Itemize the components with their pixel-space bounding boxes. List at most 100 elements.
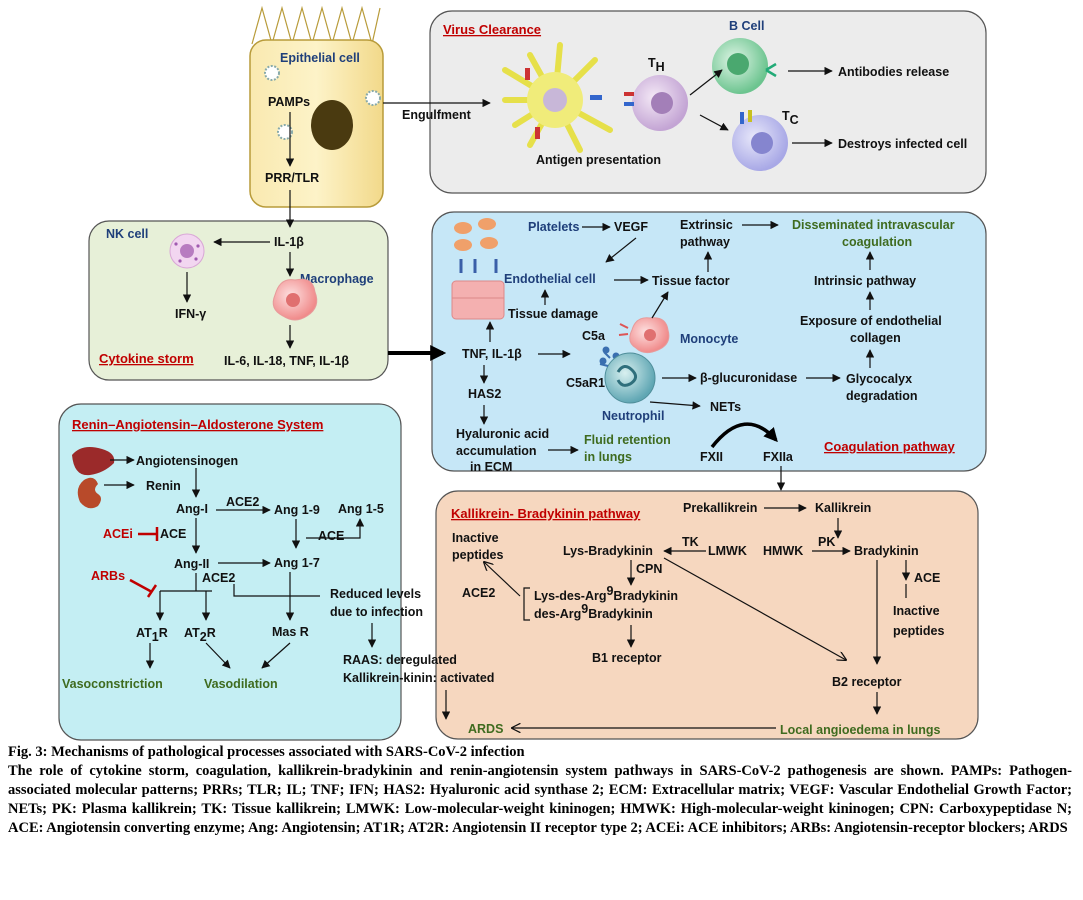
prekallikrein-label: Prekallikrein: [683, 501, 757, 515]
arrow: [605, 237, 637, 263]
lmwk-label: LMWK: [708, 544, 747, 558]
nets-label: NETs: [710, 400, 741, 414]
b-cell-label: B Cell: [729, 19, 764, 33]
tissue-damage-label: Tissue damage: [508, 307, 598, 321]
inactive-peptides-label-3: Inactive: [893, 604, 940, 618]
raas-deregulated-label: RAAS: deregulated: [343, 653, 457, 667]
tissue-factor-label: Tissue factor: [652, 274, 730, 288]
c5ar1-label: C5aR1: [566, 376, 605, 390]
endothelial-cell-label: Endothelial cell: [504, 272, 596, 286]
platelets-icon: [454, 218, 498, 251]
hmwk-label: HMWK: [763, 544, 803, 558]
destroys-infected-cell-label: Destroys infected cell: [838, 137, 967, 151]
lys-des-arg-label: Lys-des-Arg9Bradykinin: [534, 584, 678, 603]
ards-label: ARDS: [468, 722, 503, 736]
mas-r-label: Mas R: [272, 625, 309, 639]
antibodies-release-label: Antibodies release: [838, 65, 949, 79]
inactive-peptides-label-4: peptides: [893, 624, 944, 638]
nk-cell-label: NK cell: [106, 227, 148, 241]
fxiia-label: FXIIa: [763, 450, 794, 464]
inhibit-bar: [146, 584, 158, 598]
kidney-icon: [77, 477, 101, 509]
ace-kk-label: ACE: [914, 571, 940, 585]
inactive-peptides-label-1: Inactive: [452, 531, 499, 545]
arrow: [261, 642, 291, 669]
local-angioedema-label: Local angioedema in lungs: [780, 723, 940, 737]
cytokine-storm-title: Cytokine storm: [99, 351, 194, 366]
il1b-label: IL-1β: [274, 235, 304, 249]
connector: [233, 584, 320, 597]
angiotensinogen-label: Angiotensinogen: [136, 454, 238, 468]
ace2-top-label: ACE2: [226, 495, 259, 509]
dendritic-cell-icon: [502, 42, 613, 153]
antigen-presentation-label: Antigen presentation: [536, 153, 661, 167]
acei-label: ACEi: [103, 527, 133, 541]
inactive-peptides-label-2: peptides: [452, 548, 503, 562]
platelets-label: Platelets: [528, 220, 579, 234]
renin-label: Renin: [146, 479, 181, 493]
beta-glucuronidase-label: β-glucuronidase: [700, 371, 797, 385]
fluid-retention-label-1: Fluid retention: [584, 433, 671, 447]
exposure-label-1: Exposure of endothelial: [800, 314, 942, 328]
intrinsic-pathway-label: Intrinsic pathway: [814, 274, 916, 288]
kallikrein-pathway-title: Kallikrein- Bradykinin pathway: [451, 506, 641, 521]
extrinsic-pathway-label-2: pathway: [680, 235, 730, 249]
vasodilation-label: Vasodilation: [204, 677, 278, 691]
ifn-gamma-label: IFN-γ: [175, 307, 206, 321]
arrow: [699, 114, 729, 131]
epithelial-cell-label: Epithelial cell: [280, 51, 360, 65]
cytokine-storm-box: [88, 220, 389, 381]
tc-label: TC: [782, 109, 799, 127]
pk-label: PK: [818, 535, 835, 549]
macrophage-label: Macrophage: [300, 272, 374, 286]
coagulation-pathway-title: Coagulation pathway: [824, 439, 956, 454]
bracket: [523, 587, 530, 621]
monocyte-icon: [618, 317, 670, 354]
arbs-label: ARBs: [91, 569, 125, 583]
prr-tlr-label: PRR/TLR: [265, 171, 319, 185]
des-arg-label: des-Arg9Bradykinin: [534, 602, 653, 621]
hyaluronic-label-2: accumulation: [456, 444, 537, 458]
virus-particle-icon: [365, 90, 381, 106]
arrow: [205, 642, 231, 669]
t-cytotoxic-cell-icon: [732, 110, 788, 171]
figure-caption-body: The role of cytokine storm, coagulation,…: [8, 763, 1072, 836]
b2-receptor-label: B2 receptor: [832, 675, 902, 689]
th-label: TH: [648, 56, 665, 74]
t-helper-cell-icon: [624, 75, 688, 131]
ang1-label: Ang-I: [176, 502, 208, 516]
fxii-label: FXII: [700, 450, 723, 464]
bradykinin-label: Bradykinin: [854, 544, 919, 558]
reduced-levels-label-1: Reduced levels: [330, 587, 421, 601]
ace-left-label: ACE: [160, 527, 186, 541]
virus-clearance-title: Virus Clearance: [443, 22, 541, 37]
epithelial-cell: [249, 5, 384, 208]
dic-label-2: coagulation: [842, 235, 912, 249]
endothelial-cell-icon: [451, 259, 505, 320]
virus-particle-icon: [277, 124, 293, 140]
at2r-label: AT2R: [184, 626, 216, 644]
cytokine-outputs-label: IL-6, IL-18, TNF, IL-1β: [224, 354, 349, 368]
exposure-label-2: collagen: [850, 331, 901, 345]
arrow: [649, 401, 701, 410]
extrinsic-pathway-label-1: Extrinsic: [680, 218, 733, 232]
at1r-label: AT1R: [136, 626, 168, 644]
ang19-label: Ang 1-9: [274, 503, 320, 517]
figure-caption-title: Fig. 3: Mechanisms of pathological proce…: [8, 744, 525, 760]
glycocalyx-label-1: Glycocalyx: [846, 372, 912, 386]
arrow: [663, 557, 846, 660]
neutrophil-label: Neutrophil: [602, 409, 665, 423]
kallikrein-label: Kallikrein: [815, 501, 871, 515]
tnf-il1b-label: TNF, IL-1β: [462, 347, 522, 361]
inhibit-line: [129, 578, 153, 594]
arrow: [484, 562, 521, 597]
neutrophil-icon: [599, 351, 656, 404]
lys-bradykinin-label: Lys-Bradykinin: [563, 544, 653, 558]
vegf-label: VEGF: [614, 220, 648, 234]
dic-label-1: Disseminated intravascular: [792, 218, 955, 232]
glycocalyx-label-2: degradation: [846, 389, 918, 403]
virus-particle-icon: [264, 65, 280, 81]
pathway-diagram: Epithelial cell PAMPs PRR/TLR Engulfment…: [58, 5, 987, 741]
cpn-label: CPN: [636, 562, 662, 576]
raas-title: Renin–Angiotensin–Aldosterone System: [72, 417, 323, 432]
